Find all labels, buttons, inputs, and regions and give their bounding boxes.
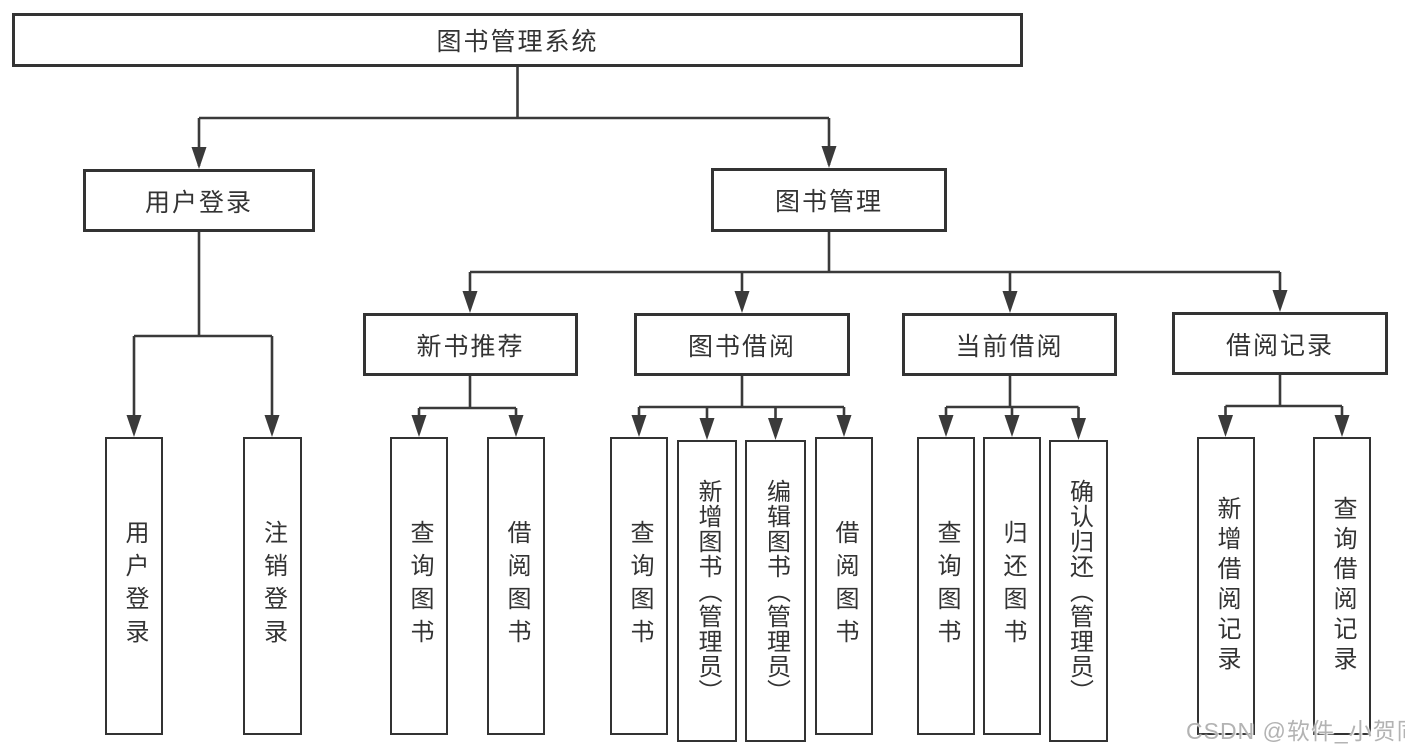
leaf-return-books: 归还图书 (983, 437, 1041, 735)
node-current-borrowing-label: 当前借阅 (955, 332, 1064, 361)
leaf-query-books: 查询图书 (390, 437, 448, 735)
leaf-confirm-return-admin: 确认归还（管理员） (1049, 440, 1108, 742)
connector-new-book-recommend-to-leaves (411, 376, 524, 437)
node-book-management-label: 图书管理 (774, 188, 883, 216)
node-book-borrowing-label: 图书借阅 (687, 332, 796, 361)
connector-book-borrowing-to-leaves (631, 376, 852, 440)
connector-current-borrowing-to-leaves (938, 376, 1086, 440)
node-current-borrowing: 当前借阅 (902, 313, 1117, 376)
connector-root-to-level2 (191, 67, 837, 169)
node-user-login-label: 用户登录 (144, 188, 253, 217)
node-borrowing-records: 借阅记录 (1172, 312, 1388, 375)
leaf-borrow-books: 借阅图书 (487, 437, 545, 735)
node-book-management: 图书管理 (711, 168, 947, 232)
root-node-label: 图书管理系统 (436, 28, 599, 56)
leaf-user-login: 用户登录 (105, 437, 163, 735)
leaf-add-borrow-record: 新增借阅记录 (1197, 437, 1255, 735)
leaf-borrow-books: 借阅图书 (815, 437, 873, 735)
node-new-book-recommend-label: 新书推荐 (416, 332, 525, 361)
node-book-borrowing: 图书借阅 (634, 313, 850, 376)
leaf-query-borrow-record: 查询借阅记录 (1313, 437, 1371, 735)
node-user-login: 用户登录 (83, 169, 315, 232)
leaf-add-books-admin: 新增图书（管理员） (677, 440, 737, 742)
leaf-query-books: 查询图书 (610, 437, 668, 735)
connector-book-management-to-level3 (462, 232, 1288, 313)
connector-user-login-to-leaves (126, 232, 280, 437)
leaf-logout: 注销登录 (243, 437, 302, 735)
csdn-watermark: CSDN @软件_小贺同学 (1186, 718, 1405, 744)
node-new-book-recommend: 新书推荐 (363, 313, 578, 376)
node-borrowing-records-label: 借阅记录 (1225, 331, 1334, 360)
connector-borrowing-records-to-leaves (1218, 375, 1350, 437)
root-node-library-management-system: 图书管理系统 (12, 13, 1023, 67)
leaf-query-books: 查询图书 (917, 437, 975, 735)
leaf-edit-books-admin: 编辑图书（管理员） (745, 440, 806, 742)
